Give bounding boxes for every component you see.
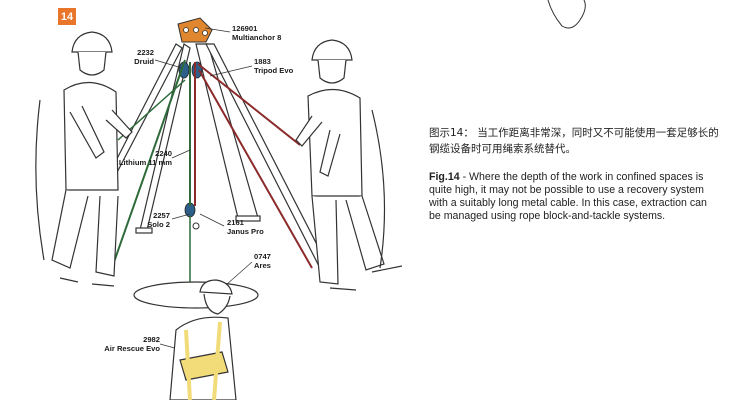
label-name: Air Rescue Evo [104, 343, 160, 353]
label-name: Tripod Evo [254, 65, 294, 75]
label-code: 0747 [254, 252, 271, 261]
label-tripod: 1883 Tripod Evo [254, 57, 294, 75]
label-name: Lithium 11 mm [118, 157, 172, 167]
label-code: 2232 [137, 48, 154, 57]
label-name: Druid [134, 56, 154, 66]
label-lithium: 2240 Lithium 11 mm [118, 149, 172, 167]
label-name: Multianchor 8 [232, 32, 282, 42]
helmet-icon [71, 31, 113, 53]
label-code: 126901 [232, 24, 258, 33]
sketch-fragment [547, 0, 586, 29]
label-name: Ares [254, 260, 271, 270]
label-janus: 2161 Janus Pro [227, 218, 264, 236]
label-leaders [154, 27, 253, 351]
label-code: 1883 [254, 57, 271, 66]
caption-figure-label: Fig.14 [429, 171, 460, 183]
tripod-icon [105, 43, 331, 273]
caption-chinese: 图示14： 当工作距离非常深，同时又不可能使用一套足够长的钢缆设备时可用绳索系统… [429, 127, 719, 155]
label-solo: 2257 Solo 2 [138, 211, 170, 229]
label-code: 2240 [155, 149, 172, 158]
caption-english: Fig.14 - Where the depth of the work in … [429, 171, 709, 223]
label-name: Solo 2 [147, 219, 170, 229]
anchor-head-icon [177, 17, 213, 43]
right-rescuer [295, 39, 403, 291]
label-code: 2161 [227, 218, 244, 227]
label-air-rescue: 2982 Air Rescue Evo [100, 335, 160, 353]
helmet-icon [311, 39, 353, 61]
label-druid: 2232 Druid [124, 48, 154, 66]
label-ares: 0747 Ares [254, 252, 271, 270]
helmet-icon [199, 279, 233, 295]
label-code: 2982 [143, 335, 160, 344]
figure-number-badge: 14 [58, 8, 76, 25]
manhole-opening [133, 281, 259, 309]
label-name: Janus Pro [227, 226, 264, 236]
caption-body: - Where the depth of the work in confine… [429, 171, 707, 222]
left-rescuer [35, 31, 133, 287]
label-multianchor: 126901 Multianchor 8 [232, 24, 282, 42]
label-code: 2257 [153, 211, 170, 220]
rescued-person [169, 279, 237, 400]
